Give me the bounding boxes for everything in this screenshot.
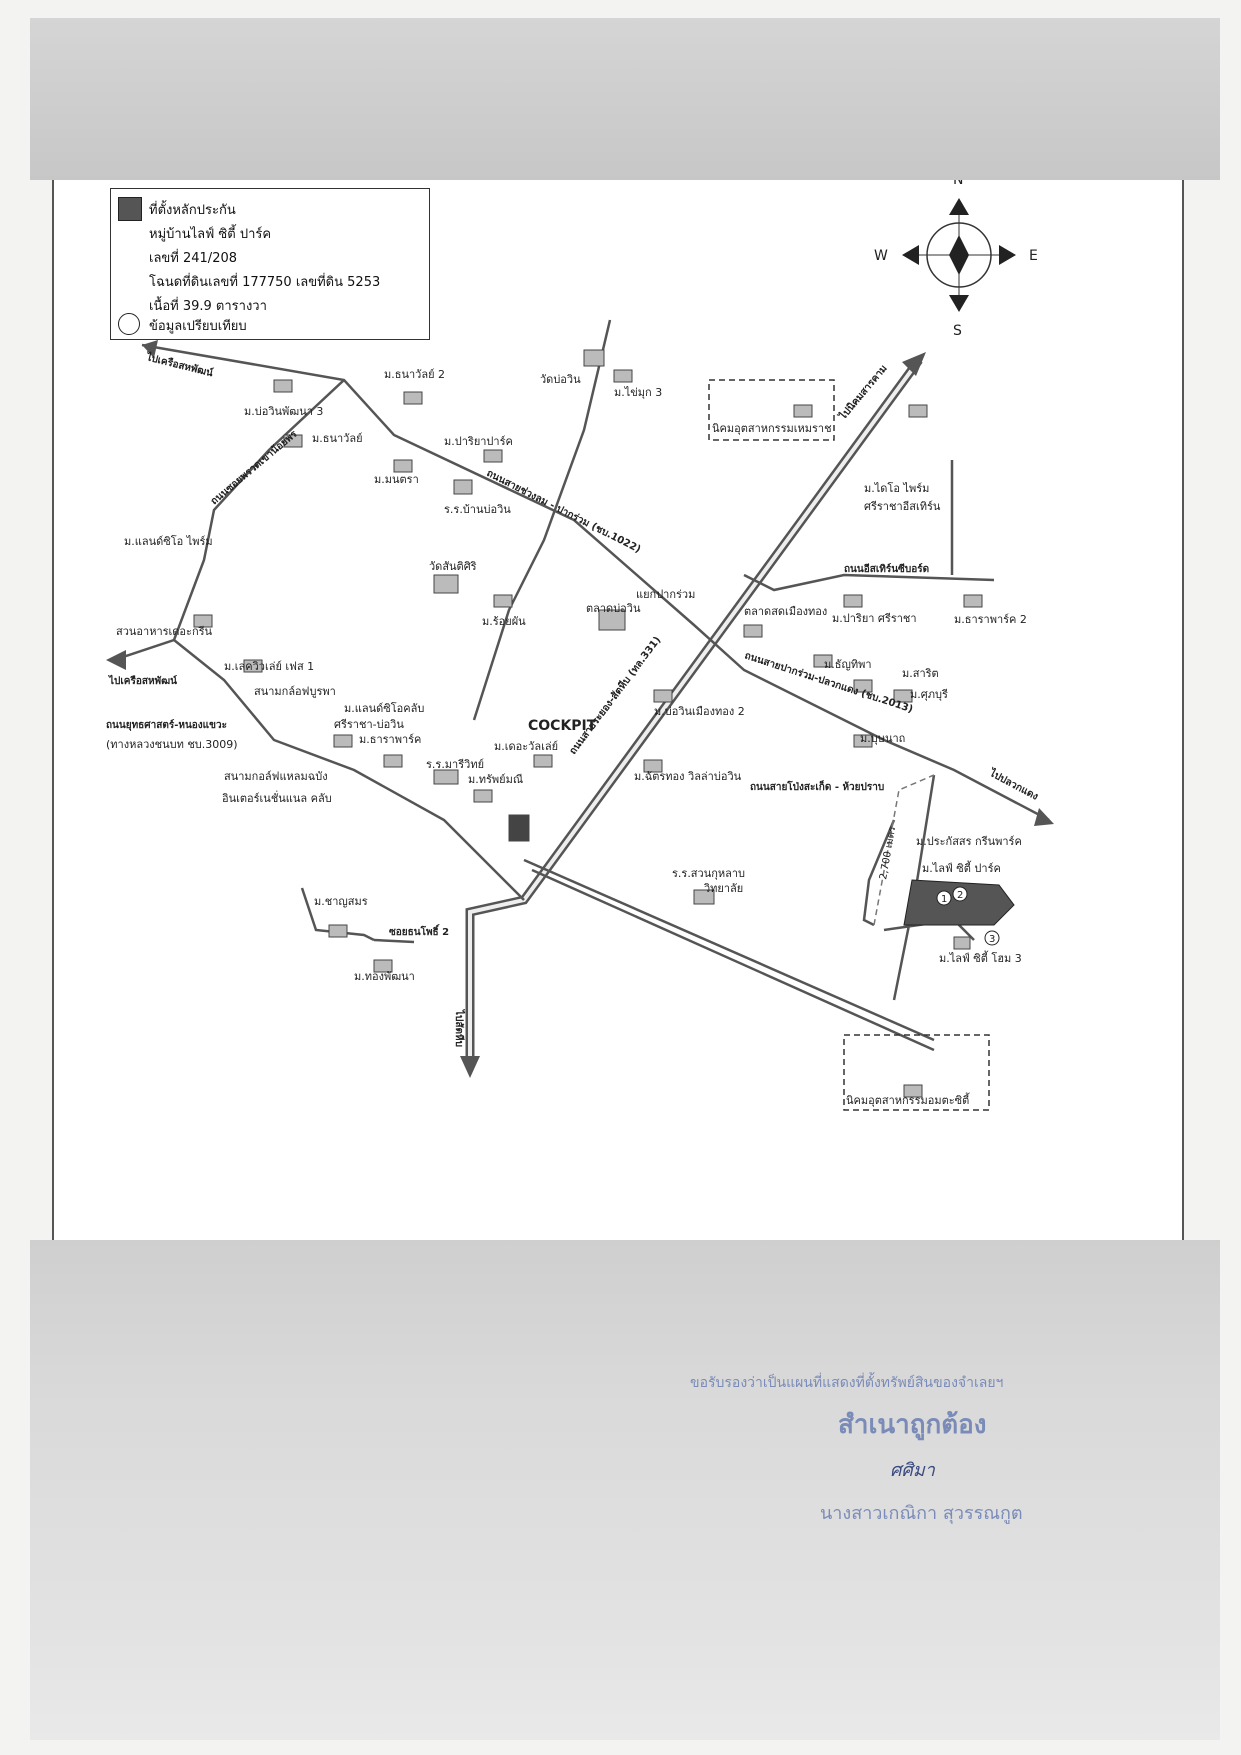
certified-copy-stamp: สำเนาถูกต้อง <box>838 1410 987 1440</box>
life-city-park-label: ม.ไลฟ์ ซิตี้ ปาร์ค <box>922 860 1001 875</box>
compass-s: S <box>953 323 962 339</box>
soi-thanpo2-label: ซอยธนโพธิ์ 2 <box>389 924 449 938</box>
chatrathong-label: ม.ฉัตรทอง วิลล่าบ่อวิน <box>634 770 742 783</box>
to-sattahip-port-label: ไปเครือสหพัฒน์ <box>144 350 214 379</box>
signature: ศศิมา <box>890 1460 935 1481</box>
collateral-parcel <box>903 879 1015 926</box>
pariya-sriracha-label: ม.ปาริยา ศรีราชา <box>832 612 917 625</box>
to-pluakdaeng-label: ไปปลวกแดง <box>987 766 1041 803</box>
wat-sansiri-label: วัดสันติศิริ <box>429 560 477 573</box>
location-map: ที่ตั้งหลักประกัน หมู่บ้านไลฟ์ ซิตี้ ปาร… <box>52 180 1184 1240</box>
subjaroen-label: ม.ทรัพย์มณี <box>468 773 523 786</box>
prakassorn-label: ม.ประกัสสร กรีนพาร์ค <box>916 835 1022 848</box>
yuttasart-road-label: ถนนยุทธศาสตร์-หนองแขวะ <box>106 719 227 731</box>
thanawan2-label: ม.ธนาวัลย์ 2 <box>384 368 445 381</box>
life-city-home3-label: ม.ไลฟ์ ซิตี้ โฮม 3 <box>939 950 1022 965</box>
legend-collateral-title: ที่ตั้งหลักประกัน <box>149 203 236 218</box>
the-valley-label: ม.เดอะวัลเล่ย์ <box>494 740 558 753</box>
comparable-marker-2 <box>952 886 968 902</box>
map-legend: ที่ตั้งหลักประกัน หมู่บ้านไลฟ์ ซิตี้ ปาร… <box>110 188 430 340</box>
sriracha-bowin-label: ศรีราชา-บ่อวิน <box>334 718 404 731</box>
compass-n: N <box>953 180 963 188</box>
school-suankulap2-label: วิทยาลัย <box>703 882 743 895</box>
chaimook3-label: ม.ไข่มุก 3 <box>614 386 662 399</box>
collateral-square-icon <box>118 197 142 221</box>
pariya-park-label: ม.ปาริยาปาร์ค <box>444 435 513 448</box>
golf-laemchabang-label: สนามกอล์ฟแหลมฉบัง <box>224 770 328 783</box>
compass-w: W <box>874 248 888 264</box>
legend-house-no: เลขที่ 241/208 <box>149 251 238 266</box>
marker-2-label: 2 <box>957 890 963 901</box>
map-drawing: N S E W <box>106 180 1054 1111</box>
local-roads <box>113 319 1050 1052</box>
charoensamai-label: ม.ชาญสมร <box>314 895 368 908</box>
certification-text: ขอรับรองว่าเป็นแผนที่แสดงที่ตั้งทรัพย์สิ… <box>690 1375 1004 1391</box>
landsio-label: ม.แลนด์ซิโอ ไพร์ม <box>124 534 213 548</box>
yuttasart-road2-label: (ทางหลวงชนบท ชบ.3009) <box>106 738 238 751</box>
industrial-hemaraj-label: นิคมอุตสาหกรรมเหมราช <box>712 422 832 435</box>
thara-park-label: ม.ธาราพาร์ค <box>359 733 421 746</box>
to-sattahip-label: ไปสัตหีบ <box>453 1009 466 1047</box>
daikyo-label: ม.ไดโอ ไพร์ม <box>864 481 929 495</box>
school-banbowin-label: ร.ร.บ้านบ่อวิน <box>444 503 511 516</box>
to-sattahip-port2-label: ไปเครือสหพัฒน์ <box>108 674 177 687</box>
school-suankulap-label: ร.ร.สวนกุหลาบ <box>672 867 745 880</box>
marker-3-label: 3 <box>989 934 995 945</box>
legend-comparables: ข้อมูลเปรียบเทียบ <box>149 319 247 334</box>
kaoseng-road-label: ถนนซอยพรวดเขาน้อยพร <box>208 428 300 508</box>
pakruam-junction-label: แยกปากร่วม <box>636 588 695 601</box>
comparable-marker-1 <box>936 890 952 906</box>
roipan-label: ม.ร้อยผัน <box>482 615 526 628</box>
cockpit-logo: COCKPIT <box>528 718 597 734</box>
lakeside-ph1-label: ม.เลควิวเล่ย์ เฟส 1 <box>224 660 314 673</box>
sarit-label: ม.สาริต <box>902 667 939 680</box>
road-331-label: ถนนสายระยอง-สัตหีบ (ทล.331) <box>567 634 664 757</box>
montra-label: ม.มนตรา <box>374 473 419 486</box>
bowin-pattana3-label: ม.บ่อวินพัฒนา 3 <box>244 405 323 418</box>
thanyatip-label: ม.ธัญทิพา <box>824 658 872 671</box>
landsio-club-label: ม.แลนด์ซิโอคลับ <box>344 701 424 715</box>
marker-1-label: 1 <box>941 894 947 905</box>
scan-shadow-bottom <box>30 1240 1220 1740</box>
legend-project: หมู่บ้านไลฟ์ ซิตี้ ปาร์ค <box>149 227 272 242</box>
house-icons <box>193 349 983 1098</box>
wat-bowin-label: วัดบ่อวิน <box>540 373 581 386</box>
comparable-marker-3 <box>984 930 1000 946</box>
scan-shadow-top <box>30 18 1220 180</box>
pongsakern-road-label: ถนนสายโป่งสะเก็ด - ห้วยปราบ <box>750 779 884 793</box>
signer-name: นางสาวเกณิกา สุวรรณกูต <box>820 1503 1023 1524</box>
restaurant-label: สวนอาหารเดอะกรีน <box>116 625 213 638</box>
legend-area: เนื้อที่ 39.9 ตารางวา <box>149 299 267 314</box>
highway-331 <box>460 352 926 1078</box>
golf-phupratha-label: สนามกล์อฟบูรพา <box>254 685 336 698</box>
industrial-amata-box <box>843 1034 990 1111</box>
bowin-market-label: ตลาดบ่อวิน <box>586 602 641 615</box>
sriracha-estate-label: ศรีราชาอีสเทิร์น <box>864 500 941 513</box>
supburi-label: ม.ศุภบุรี <box>910 688 948 701</box>
eastern-road-label: ถนนอีสเทิร์นซีบอร์ด <box>844 563 929 575</box>
bunnarot-label: ม.บุษนาถ <box>860 732 905 745</box>
school-mariwit-label: ร.ร.มารีวิทย์ <box>426 758 484 771</box>
thanawan-label: ม.ธนาวัลย์ <box>312 432 363 445</box>
thongpattana-label: ม.ทองพัฒนา <box>354 970 415 983</box>
compass-e: E <box>1029 248 1038 264</box>
compass-rose-icon: N S E W <box>874 180 1038 339</box>
golf-laemchabang2-label: อินเตอร์เนชั่นแนล คลับ <box>222 790 332 805</box>
comparable-circle-icon <box>118 313 140 335</box>
bowin-muangtong2-label: ม.บ่อวินเมืองทอง 2 <box>654 705 745 718</box>
legend-deed: โฉนดที่ดินเลขที่ 177750 เลขที่ดิน 5253 <box>149 275 381 290</box>
industrial-amata-label: นิคมอุตสาหกรรมอมตะซิตี้ <box>846 1092 970 1107</box>
muangtong-market-label: ตลาดสดเมืองทอง <box>744 605 827 618</box>
industrial-hemaraj-box <box>708 379 835 441</box>
thara-park2-label: ม.ธาราพาร์ค 2 <box>954 613 1027 626</box>
